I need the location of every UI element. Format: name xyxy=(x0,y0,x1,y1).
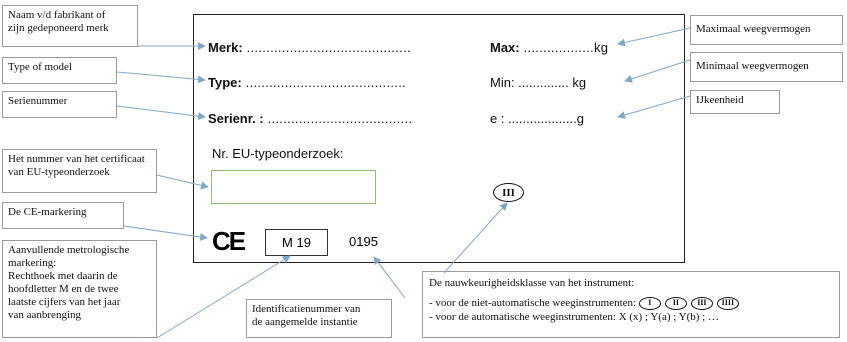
callout-certificate-number: Het nummer van het certificaat van EU-ty… xyxy=(2,149,157,193)
callout-min-capacity: Minimaal weegvermogen xyxy=(690,52,843,82)
type-field: Type: ..................................… xyxy=(208,75,406,90)
callout-ce-marking: De CE-markering xyxy=(2,202,124,229)
max-field: Max: ..................kg xyxy=(490,40,608,55)
non-automatic-row: - voor de niet-automatische weeginstrume… xyxy=(429,296,833,310)
arrow-type xyxy=(116,71,206,84)
callout-verification-interval: IJkeenheid xyxy=(690,90,780,114)
e-text: e : ...................g xyxy=(490,111,584,126)
accuracy-title: De nauwkeurigheidsklasse van het instrum… xyxy=(429,277,635,289)
accuracy-class-callout: De nauwkeurigheidsklasse van het instrum… xyxy=(422,271,840,338)
merk-field: Merk: ..................................… xyxy=(208,40,411,55)
callout-serial-number: Serienummer xyxy=(2,91,117,118)
accuracy-class-iii-symbol: III xyxy=(493,183,524,202)
callout-model-type: Type of model xyxy=(2,57,117,84)
arrow-e xyxy=(617,95,691,119)
serienr-dots: ..................................... xyxy=(263,111,413,126)
class-iiii-icon: IIII xyxy=(716,296,739,310)
min-text: Min: .............. kg xyxy=(490,75,587,90)
non-automatic-text: - voor de niet-automatische weeginstrume… xyxy=(429,297,637,309)
callout-metrological-marking: Aanvullende metrologische markering: Rec… xyxy=(2,240,157,338)
class-i-icon: I xyxy=(638,296,661,310)
arrow-max xyxy=(617,27,691,47)
callout-notified-body-id: Identificatienummer van de aangemelde in… xyxy=(246,299,392,338)
serienr-field: Serienr. : .............................… xyxy=(208,111,412,126)
class-ii-icon: II xyxy=(664,296,687,310)
notified-body-number: 0195 xyxy=(349,234,378,249)
arrow-accuracy-class xyxy=(443,202,508,274)
max-value: ..................kg xyxy=(519,40,609,55)
serienr-label: Serienr. : xyxy=(208,111,264,126)
metrology-m-box: M 19 xyxy=(265,229,328,256)
type-label: Type: xyxy=(208,75,242,90)
merk-dots: ........................................… xyxy=(242,40,411,55)
eu-type-exam-label: Nr. EU-typeonderzoek: xyxy=(212,146,344,161)
max-label: Max: xyxy=(490,40,520,55)
ce-mark-icon: CE xyxy=(212,226,246,256)
arrow-metrology xyxy=(156,255,291,339)
callout-manufacturer: Naam v/d fabrikant of zijn gedeponeerd m… xyxy=(2,5,138,47)
e-field: e : ...................g xyxy=(490,111,584,126)
min-field: Min: .............. kg xyxy=(490,75,586,90)
type-dots: ........................................… xyxy=(241,75,407,90)
callout-max-capacity: Maximaal weegvermogen xyxy=(690,15,843,45)
eu-type-exam-number-box xyxy=(211,170,376,204)
arrow-min xyxy=(624,59,691,83)
arrow-serial xyxy=(116,105,206,121)
merk-label: Merk: xyxy=(208,40,243,55)
arrow-notified-body xyxy=(373,256,406,299)
arrow-ce xyxy=(123,225,208,241)
automatic-row: - voor de automatische weeginstrumenten:… xyxy=(429,311,719,323)
data-plate: Merk: ..................................… xyxy=(193,14,685,263)
class-iii-icon: III xyxy=(690,296,713,310)
arrow-certificate xyxy=(156,174,209,190)
